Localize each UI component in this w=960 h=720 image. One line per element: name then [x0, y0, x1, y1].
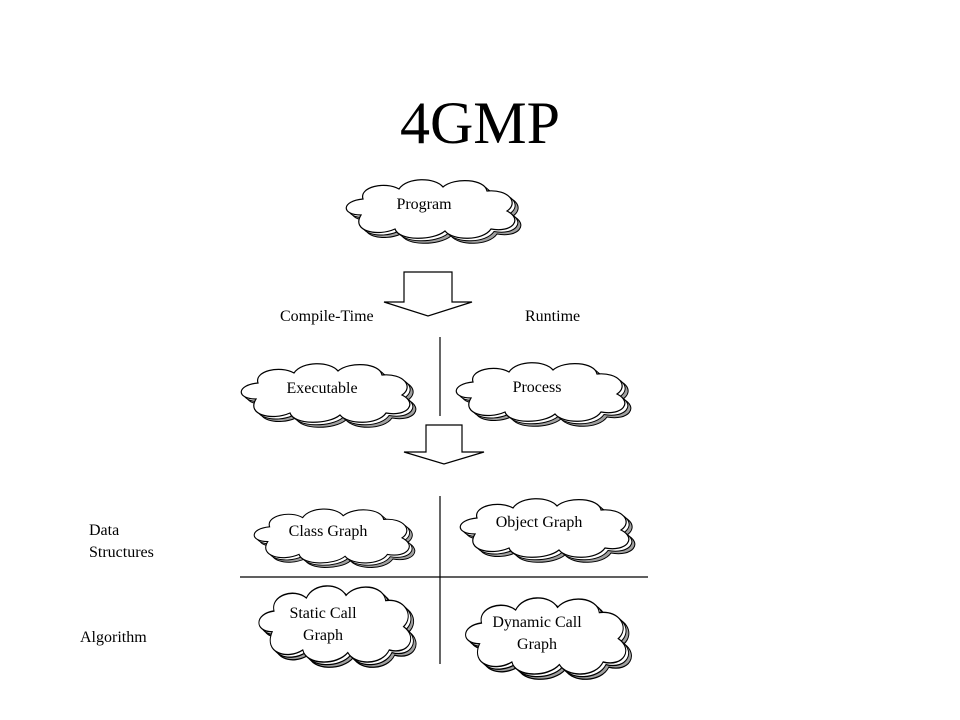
executable-node-label: Executable	[286, 380, 357, 397]
runtime-label: Runtime	[525, 308, 581, 325]
static-call-graph-label-line1: Static Call	[289, 605, 357, 622]
data-structures-label-line1: Data	[89, 522, 120, 539]
class-graph-cloud: Class Graph	[253, 508, 416, 568]
down-arrow-1	[383, 271, 473, 317]
compile-time-label: Compile-Time	[280, 308, 374, 325]
object-graph-node-label: Object Graph	[496, 514, 583, 531]
static-call-graph-cloud: Static Call Graph	[258, 585, 417, 668]
static-call-graph-label-line2: Graph	[303, 627, 343, 644]
algorithm-label: Algorithm	[80, 629, 147, 646]
dynamic-call-graph-label-line2: Graph	[517, 636, 557, 653]
process-node-label: Process	[513, 379, 562, 396]
dynamic-call-graph-label-line1: Dynamic Call	[492, 614, 582, 631]
down-arrow-2	[403, 424, 485, 465]
executable-cloud: Executable	[240, 363, 417, 428]
class-graph-node-label: Class Graph	[289, 523, 368, 540]
program-node-label: Program	[396, 196, 452, 213]
slide-title: 4GMP	[399, 90, 561, 156]
dynamic-call-graph-cloud: Dynamic Call Graph	[464, 597, 633, 680]
process-cloud: Process	[455, 362, 632, 427]
object-graph-cloud: Object Graph	[459, 498, 636, 563]
data-structures-label-line2: Structures	[89, 544, 154, 561]
program-cloud: Program	[345, 179, 522, 244]
